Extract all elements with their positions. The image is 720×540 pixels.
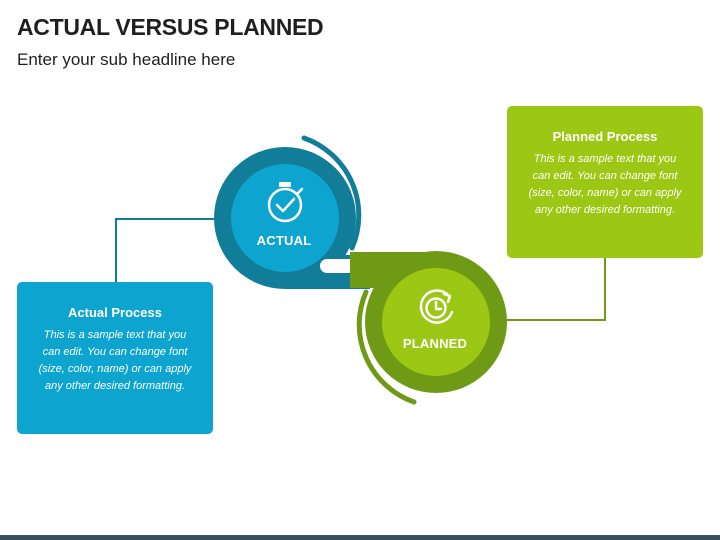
footer-bar: [0, 535, 720, 540]
actual-process-card: Actual Process This is a sample text tha…: [17, 282, 213, 434]
page-title: ACTUAL VERSUS PLANNED: [17, 14, 324, 40]
actual-card-title: Actual Process: [68, 305, 162, 320]
actual-circle-label: ACTUAL: [256, 233, 312, 248]
planned-circle-label: PLANNED: [402, 336, 468, 351]
planned-card-title: Planned Process: [552, 129, 658, 144]
planned-connector-line: [458, 258, 606, 321]
planned-outer-arc: [356, 289, 417, 405]
planned-card-text: This is a sample text that you can edit.…: [528, 153, 682, 216]
stopwatch-check-icon: [267, 182, 304, 223]
actual-connector-line: [115, 218, 214, 282]
planned-process-card: Planned Process This is a sample text th…: [507, 106, 703, 258]
page-subtitle: Enter your sub headline here: [17, 50, 236, 69]
actual-card-text: This is a sample text that you can edit.…: [38, 329, 192, 392]
actual-inner-circle: [231, 164, 339, 272]
actual-outer-arc: [301, 135, 362, 251]
clock-refresh-icon: [419, 289, 454, 324]
